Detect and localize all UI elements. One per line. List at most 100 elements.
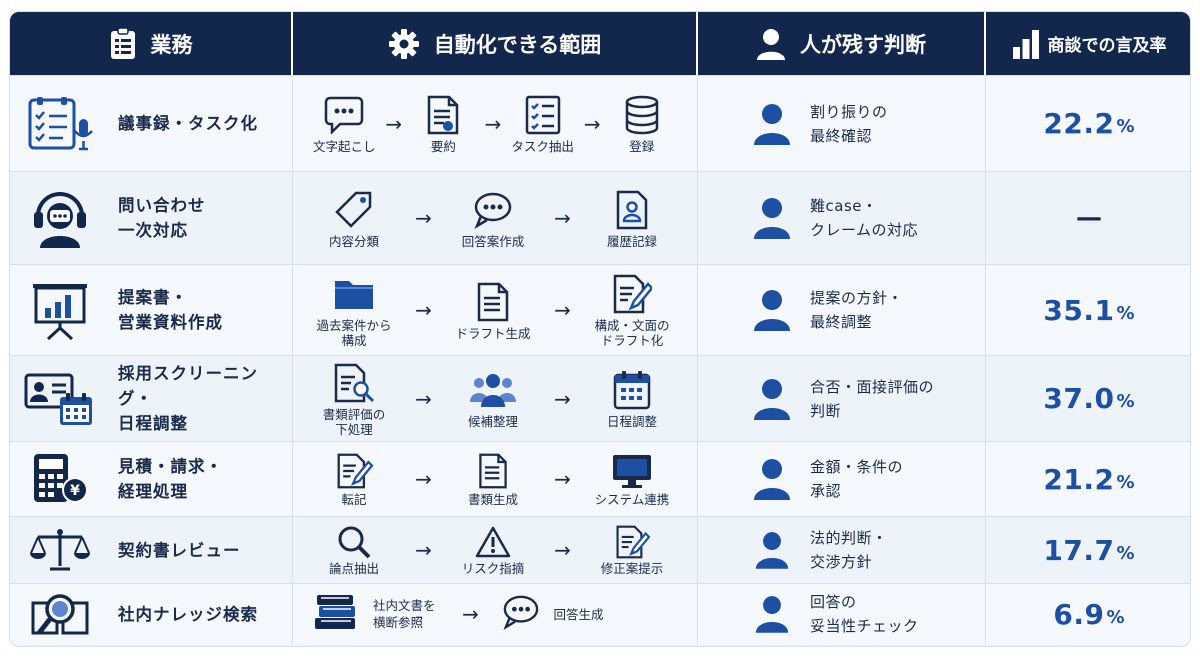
- automation-flow: 書類評価の 下処理 → 候補整理 → 日程調整: [293, 356, 698, 441]
- header-task-label: 業務: [150, 32, 193, 57]
- table-row: ¥ 見積・請求・ 経理処理 転記 → 書類生成 → システム連携 金額・条件の …: [10, 441, 1190, 516]
- header-task: 業務: [10, 12, 293, 75]
- header-rate-label: 商談での言及率: [1047, 36, 1167, 56]
- step-label: 登録: [629, 139, 655, 154]
- flow-step: 要約: [404, 93, 482, 154]
- clipboard-microphone-icon: [24, 94, 96, 154]
- book-magnifier-icon: [24, 584, 96, 644]
- arrow-right-icon: →: [385, 111, 403, 136]
- document-pen-icon: [612, 272, 652, 316]
- automation-table: 業務 自動化できる範囲 人が残す判断 商談での言及率 議事録・タスク: [9, 11, 1191, 647]
- monitor-icon: [611, 452, 653, 490]
- human-cell: 提案の方針・ 最終調整: [698, 265, 986, 355]
- flow-step: 修正案提示: [583, 525, 681, 576]
- human-judgment: 回答の 妥当性チェック: [810, 593, 919, 635]
- speech-bubble-icon: [473, 188, 513, 232]
- step-label: 構成・文面の ドラフト化: [594, 318, 670, 348]
- header-automation-label: 自動化できる範囲: [433, 32, 602, 57]
- person-icon: [752, 378, 792, 420]
- arrow-right-icon: →: [484, 111, 502, 136]
- calculator-yen-icon: ¥: [24, 449, 96, 509]
- automation-flow: 過去案件から 構成 → ドラフト生成 → 構成・文面の ドラフト化: [293, 265, 698, 355]
- human-cell: 金額・条件の 承認: [698, 442, 986, 516]
- task-cell: 問い合わせ 一次対応: [10, 172, 293, 264]
- header-rate: 商談での言及率: [986, 12, 1190, 75]
- task-name: 契約書レビュー: [118, 540, 241, 560]
- document-pen-icon: [334, 452, 374, 490]
- person-icon: [752, 595, 792, 633]
- human-judgment: 提案の方針・ 最終調整: [810, 289, 904, 331]
- task-name: 採用スクリーニング・ 日程調整: [118, 364, 258, 433]
- step-label: 文字起こし: [312, 139, 376, 154]
- flow-step: 社内文書を 横断参照: [313, 592, 436, 636]
- step-label: 書類生成: [467, 491, 518, 507]
- flow-step: 書類評価の 下処理: [305, 361, 403, 437]
- document-search-icon: [333, 361, 375, 405]
- step-label: タスク抽出: [511, 139, 574, 154]
- rate-cell: 35.1%: [986, 265, 1190, 355]
- mention-rate: 35.1: [1043, 293, 1115, 327]
- headset-operator-icon: [24, 188, 96, 248]
- flow-step: 内容分類: [305, 188, 403, 249]
- arrow-right-icon: →: [462, 602, 479, 626]
- percent-sign: %: [1106, 606, 1125, 628]
- flow-step: 文字起こし: [305, 93, 383, 154]
- percent-sign: %: [1116, 542, 1135, 564]
- percent-sign: %: [1116, 471, 1135, 493]
- mention-rate: 22.2: [1043, 107, 1115, 140]
- arrow-right-icon: →: [415, 538, 432, 562]
- human-judgment: 金額・条件の 承認: [810, 458, 904, 500]
- calendar-icon: [613, 368, 651, 412]
- step-label: 論点抽出: [328, 560, 379, 576]
- warning-icon: [475, 525, 511, 559]
- table-row: 採用スクリーニング・ 日程調整 書類評価の 下処理 → 候補整理 → 日程調整 …: [10, 355, 1190, 441]
- flow-step: 過去案件から 構成: [305, 272, 403, 348]
- rate-cell: 22.2%: [986, 76, 1190, 171]
- flow-step: 回答案作成: [444, 188, 542, 249]
- flow-step: 回答生成: [502, 594, 604, 634]
- rate-cell: 21.2%: [986, 442, 1190, 516]
- tag-icon: [334, 188, 374, 232]
- automation-flow: 内容分類 → 回答案作成 → 履歴記録: [293, 172, 698, 264]
- arrow-right-icon: →: [554, 386, 571, 411]
- task-cell: 提案書・ 営業資料作成: [10, 265, 293, 355]
- mention-rate: —: [1076, 203, 1102, 233]
- step-label: 要約: [430, 139, 456, 154]
- step-label: 書類評価の 下処理: [322, 406, 386, 437]
- mention-rate: 17.7: [1043, 533, 1115, 567]
- arrow-right-icon: →: [554, 206, 571, 230]
- human-judgment: 法的判断・ 交渉方針: [810, 529, 888, 571]
- step-label: システム連携: [594, 491, 670, 507]
- table-header: 業務 自動化できる範囲 人が残す判断 商談での言及率: [10, 12, 1190, 75]
- profile-document-icon: [615, 188, 649, 232]
- percent-sign: %: [1116, 391, 1135, 412]
- people-group-icon: [467, 368, 519, 412]
- header-human: 人が残す判断: [698, 12, 986, 75]
- automation-flow: 転記 → 書類生成 → システム連携: [293, 442, 698, 516]
- mention-rate: 21.2: [1043, 462, 1115, 496]
- presentation-board-icon: [24, 280, 96, 340]
- arrow-right-icon: →: [415, 386, 432, 411]
- arrow-right-icon: →: [415, 298, 432, 322]
- arrow-right-icon: →: [554, 467, 571, 491]
- mention-rate: 37.0: [1043, 382, 1115, 415]
- human-judgment: 割り振りの 最終確認: [810, 102, 888, 145]
- flow-step: ドラフト生成: [444, 280, 542, 341]
- flow-step: 履歴記録: [583, 188, 681, 249]
- bar-chart-icon: [1012, 29, 1040, 59]
- step-label: 修正案提示: [600, 560, 664, 576]
- human-judgment: 難case・ クレームの対応: [810, 197, 919, 239]
- task-cell: 採用スクリーニング・ 日程調整: [10, 356, 293, 441]
- table-row: 契約書レビュー 論点抽出 → リスク指摘 → 修正案提示 法的判断・ 交渉方針 …: [10, 516, 1190, 583]
- task-name: 見積・請求・ 経理処理: [118, 457, 223, 501]
- arrow-right-icon: →: [554, 538, 571, 562]
- step-label: 社内文書を 横断参照: [373, 598, 436, 630]
- rate-cell: 17.7%: [986, 517, 1190, 583]
- speech-bubble-icon: [324, 93, 364, 137]
- table-row: 議事録・タスク化 文字起こし → 要約 → タスク抽出 → 登録 割り振りの 最…: [10, 75, 1190, 171]
- table-row: 社内ナレッジ検索 社内文書を 横断参照 → 回答生成 回答の 妥当性チェック 6…: [10, 583, 1190, 644]
- arrow-right-icon: →: [415, 467, 432, 491]
- step-label: 日程調整: [606, 414, 657, 429]
- mention-rate: 6.9: [1053, 597, 1105, 631]
- document-icon: [477, 452, 509, 490]
